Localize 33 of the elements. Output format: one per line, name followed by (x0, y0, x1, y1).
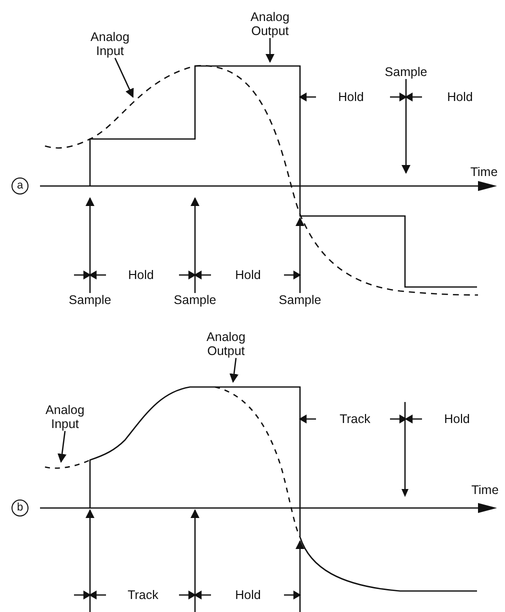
leader-arrow (295, 217, 305, 293)
phase-label: Hold (235, 268, 261, 282)
sample-arrow (85, 509, 95, 612)
callout-label: Sample (270, 293, 330, 307)
leader-arrow (58, 430, 67, 463)
time-axis (40, 503, 497, 513)
leader-arrow (85, 197, 95, 293)
leader-arrow (190, 197, 200, 293)
callout-label: Analog Input (35, 403, 95, 431)
phase-label: Hold (444, 412, 470, 426)
leader-arrow (401, 79, 411, 174)
callout-label: Analog Input (80, 30, 140, 58)
leader-arrow (230, 358, 239, 383)
callout-label: Sample (165, 293, 225, 307)
leader-arrow (114, 58, 134, 98)
phase-label: Track (128, 588, 158, 602)
phase-label: Track (340, 412, 370, 426)
phase-label: Hold (338, 90, 364, 104)
phase-label: Time (471, 483, 499, 497)
panel-marker: b (12, 500, 28, 516)
callout-label: Analog Output (240, 10, 300, 38)
callout-label: Sample (60, 293, 120, 307)
phase-label: Hold (235, 588, 261, 602)
sample-arrow (295, 540, 305, 612)
panel-marker: a (12, 178, 28, 194)
sample-arrow (190, 509, 200, 612)
callout-label: Analog Output (196, 330, 256, 358)
phase-label: Hold (447, 90, 473, 104)
phase-label: Time (470, 165, 498, 179)
leader-arrow (265, 38, 275, 63)
callout-label: Sample (376, 65, 436, 79)
analog-input-curve (44, 386, 301, 538)
phase-label: Hold (128, 268, 154, 282)
